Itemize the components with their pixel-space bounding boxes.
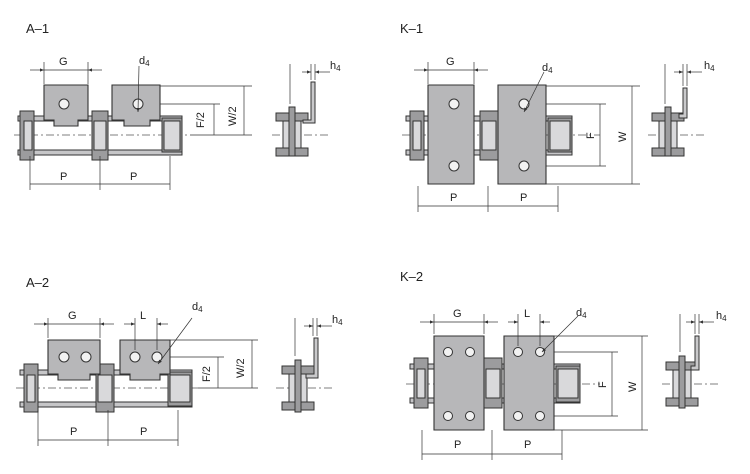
chain-end-view: h4 <box>648 60 715 157</box>
attachment-plate <box>433 335 485 431</box>
dimension-d4-label: d4 <box>192 301 203 314</box>
dimension-w-label: W <box>627 381 639 392</box>
dimension-d4-label: d4 <box>542 62 553 75</box>
dimension-h4-label: h4 <box>332 314 343 327</box>
dimension-w-label: W/2 <box>235 358 247 378</box>
dimension-f-label: F <box>597 381 609 388</box>
dimension-p-label: P <box>454 439 461 451</box>
chain-roller <box>163 120 181 151</box>
dimension-g-label: G <box>68 310 77 322</box>
dimension-p-label: P <box>60 171 67 183</box>
attachment-plate <box>427 84 475 185</box>
chain-end-view: h4 <box>272 60 341 157</box>
dimension-w-label: W <box>617 131 629 142</box>
attachment-plate <box>503 335 555 431</box>
chain-end-view: h4 <box>662 310 727 409</box>
variant-a1: A–1 G d4 <box>14 21 341 190</box>
attachment-plate <box>47 339 101 381</box>
dimension-g-label: G <box>59 56 68 68</box>
chain-side-view <box>14 110 190 161</box>
variant-title: K–2 <box>400 269 423 284</box>
dimension-g-label: G <box>453 308 462 320</box>
variant-title: A–2 <box>26 275 49 290</box>
chain-side-view <box>16 363 198 413</box>
attachment-plate <box>497 84 547 185</box>
dimension-p-label: P <box>70 426 77 438</box>
dimension-h4-label: h4 <box>704 60 715 73</box>
dimension-p-label: P <box>130 171 137 183</box>
dimension-g-label: G <box>446 56 455 68</box>
variant-a2: A–2 G L <box>16 275 343 446</box>
variant-title: K–1 <box>400 21 423 36</box>
attachment-plate <box>111 84 161 127</box>
variant-title: A–1 <box>26 21 49 36</box>
dimension-f-label: F/2 <box>201 366 213 382</box>
dimension-h4-label: h4 <box>330 60 341 73</box>
dimension-l-label: L <box>524 308 530 320</box>
dimension-d4-label: d4 <box>576 307 587 320</box>
chain-end-view: h4 <box>276 314 343 413</box>
chain-roller <box>23 120 33 151</box>
mounting-hole <box>58 98 70 110</box>
dimension-h4-label: h4 <box>716 310 727 323</box>
dimension-f-label: F <box>585 132 597 139</box>
dimension-p-label: P <box>450 192 457 204</box>
dimension-p-label: P <box>140 426 147 438</box>
variant-k1: K–1 G d4 <box>400 21 715 212</box>
chain-roller <box>93 120 107 151</box>
attachment-plate <box>43 84 89 127</box>
dimension-w-label: W/2 <box>227 106 239 126</box>
attachment-plate <box>119 339 171 381</box>
dimension-d4-label: d4 <box>139 55 150 68</box>
dimension-f-label: F/2 <box>195 112 207 128</box>
dimension-p-label: P <box>520 192 527 204</box>
variant-k2: K–2 <box>400 269 727 460</box>
dimension-p-label: P <box>524 439 531 451</box>
dimension-l-label: L <box>140 310 146 322</box>
